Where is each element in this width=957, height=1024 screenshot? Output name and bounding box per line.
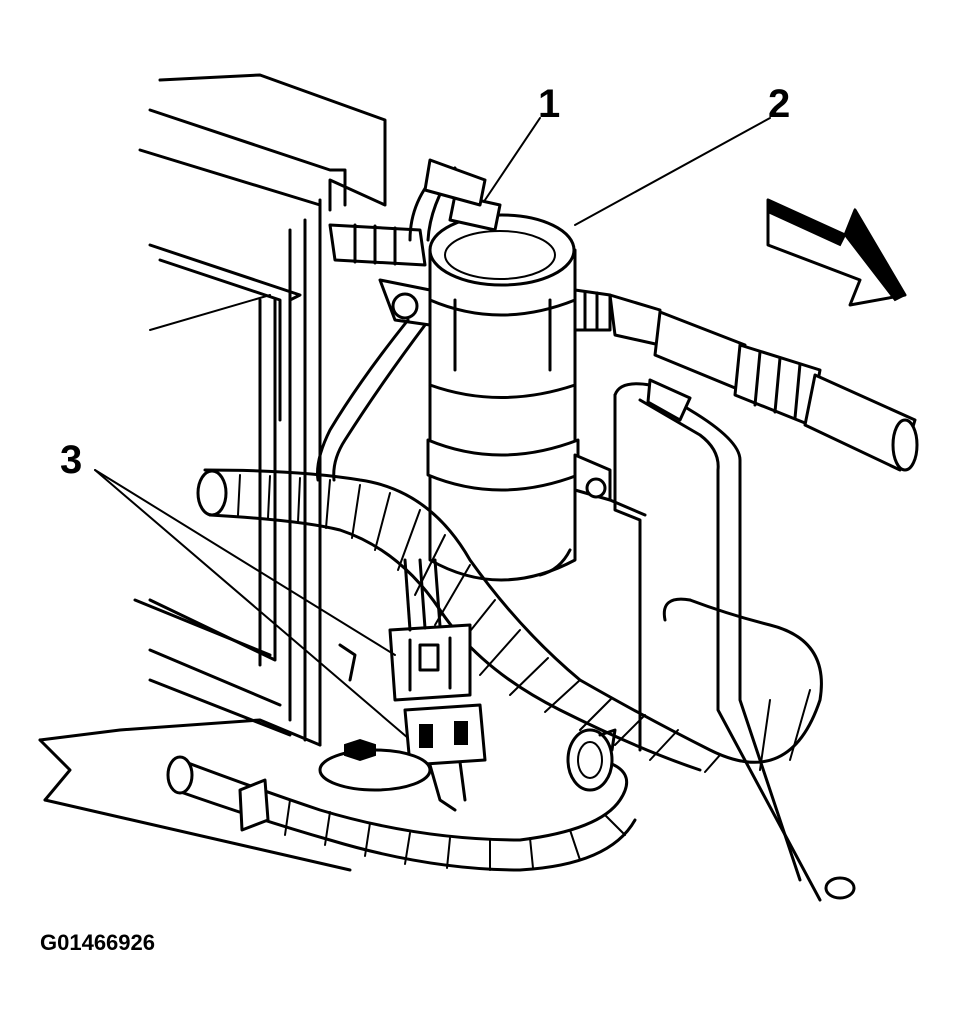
accumulator-canister bbox=[426, 213, 580, 582]
forward-direction-arrow bbox=[766, 198, 907, 307]
ac-line bbox=[608, 378, 856, 902]
leader-lines bbox=[94, 117, 771, 739]
wire-harness bbox=[166, 468, 823, 872]
leader-line-1 bbox=[484, 117, 541, 201]
mounting-clamp bbox=[573, 453, 612, 502]
condenser-frame bbox=[133, 73, 387, 747]
inlet-fitting bbox=[328, 223, 432, 327]
bottom-mount bbox=[318, 643, 432, 792]
outlet-hose bbox=[573, 288, 919, 472]
figure-id: G01466926 bbox=[40, 930, 155, 955]
hose-clamp bbox=[566, 728, 617, 792]
callout-1: 1 bbox=[538, 82, 561, 126]
leader-line-3a bbox=[94, 469, 396, 656]
lower-frame-bracket bbox=[38, 718, 352, 872]
callout-2: 2 bbox=[768, 82, 791, 126]
pressure-switch bbox=[423, 158, 502, 232]
leader-line-2 bbox=[574, 117, 771, 226]
electrical-connectors bbox=[388, 558, 487, 812]
callout-3: 3 bbox=[60, 438, 83, 482]
leader-line-3b bbox=[94, 469, 409, 739]
